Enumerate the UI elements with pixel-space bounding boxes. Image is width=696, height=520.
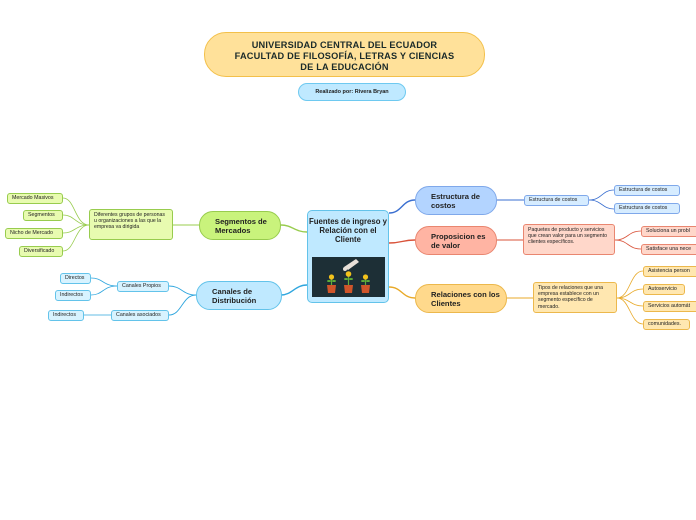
- relaciones-node[interactable]: Relaciones con los Clientes: [415, 284, 507, 313]
- costos-sub-node[interactable]: Estructura de costos: [524, 195, 589, 206]
- central-topic-label: Fuentes de ingreso y Relación con el Cli…: [308, 217, 388, 244]
- relaciones-description[interactable]: Tipos de relaciones que una empresa esta…: [533, 282, 617, 313]
- canales-asociados-node[interactable]: Canales asociados: [111, 310, 169, 321]
- canales-node[interactable]: Canales de Distribución: [196, 281, 282, 310]
- costos-node[interactable]: Estructura de costos: [415, 186, 497, 215]
- plants-growing-icon: [312, 257, 385, 297]
- relaciones-item-4[interactable]: comunidades.: [643, 319, 690, 330]
- costos-item-2[interactable]: Estructura de costos: [614, 203, 680, 214]
- relaciones-item-2[interactable]: Autoservicio: [643, 284, 685, 295]
- author-node[interactable]: Realizado por: Rivera Bryan: [298, 83, 406, 101]
- valor-node[interactable]: Proposicion es de valor: [415, 226, 497, 255]
- relaciones-item-1[interactable]: Asistencia person: [643, 266, 696, 277]
- segmento-item-1[interactable]: Mercado Masivos: [7, 193, 63, 204]
- title-line-1: UNIVERSIDAD CENTRAL DEL ECUADOR: [205, 40, 484, 51]
- segmentos-node[interactable]: Segmentos de Mercados: [199, 211, 281, 240]
- main-title: UNIVERSIDAD CENTRAL DEL ECUADOR FACULTAD…: [204, 32, 485, 77]
- segmento-item-3[interactable]: Nicho de Mercado: [5, 228, 63, 239]
- canal-directos[interactable]: Directos: [60, 273, 91, 284]
- segmento-item-4[interactable]: Diversificado: [19, 246, 63, 257]
- costos-item-1[interactable]: Estructura de costos: [614, 185, 680, 196]
- segmentos-description[interactable]: Diferentes grupos de personas u organiza…: [89, 209, 173, 240]
- relaciones-item-3[interactable]: Servicios automát: [643, 301, 696, 312]
- title-line-3: DE LA EDUCACIÓN: [205, 62, 484, 73]
- valor-item-2[interactable]: Satisface una nece: [641, 244, 696, 255]
- canal-indirectos-asociados[interactable]: Indirectos: [48, 310, 84, 321]
- segmento-item-2[interactable]: Segmentos: [23, 210, 63, 221]
- central-topic-node[interactable]: Fuentes de ingreso y Relación con el Cli…: [307, 210, 389, 303]
- canal-indirectos-propios[interactable]: Indirectos: [55, 290, 91, 301]
- canales-propios-node[interactable]: Canales Propios: [117, 281, 169, 292]
- title-line-2: FACULTAD DE FILOSOFÍA, LETRAS Y CIENCIAS: [205, 51, 484, 62]
- valor-item-1[interactable]: Soluciona un probl: [641, 226, 696, 237]
- valor-description[interactable]: Paquetes de producto y servicios que cre…: [523, 224, 615, 255]
